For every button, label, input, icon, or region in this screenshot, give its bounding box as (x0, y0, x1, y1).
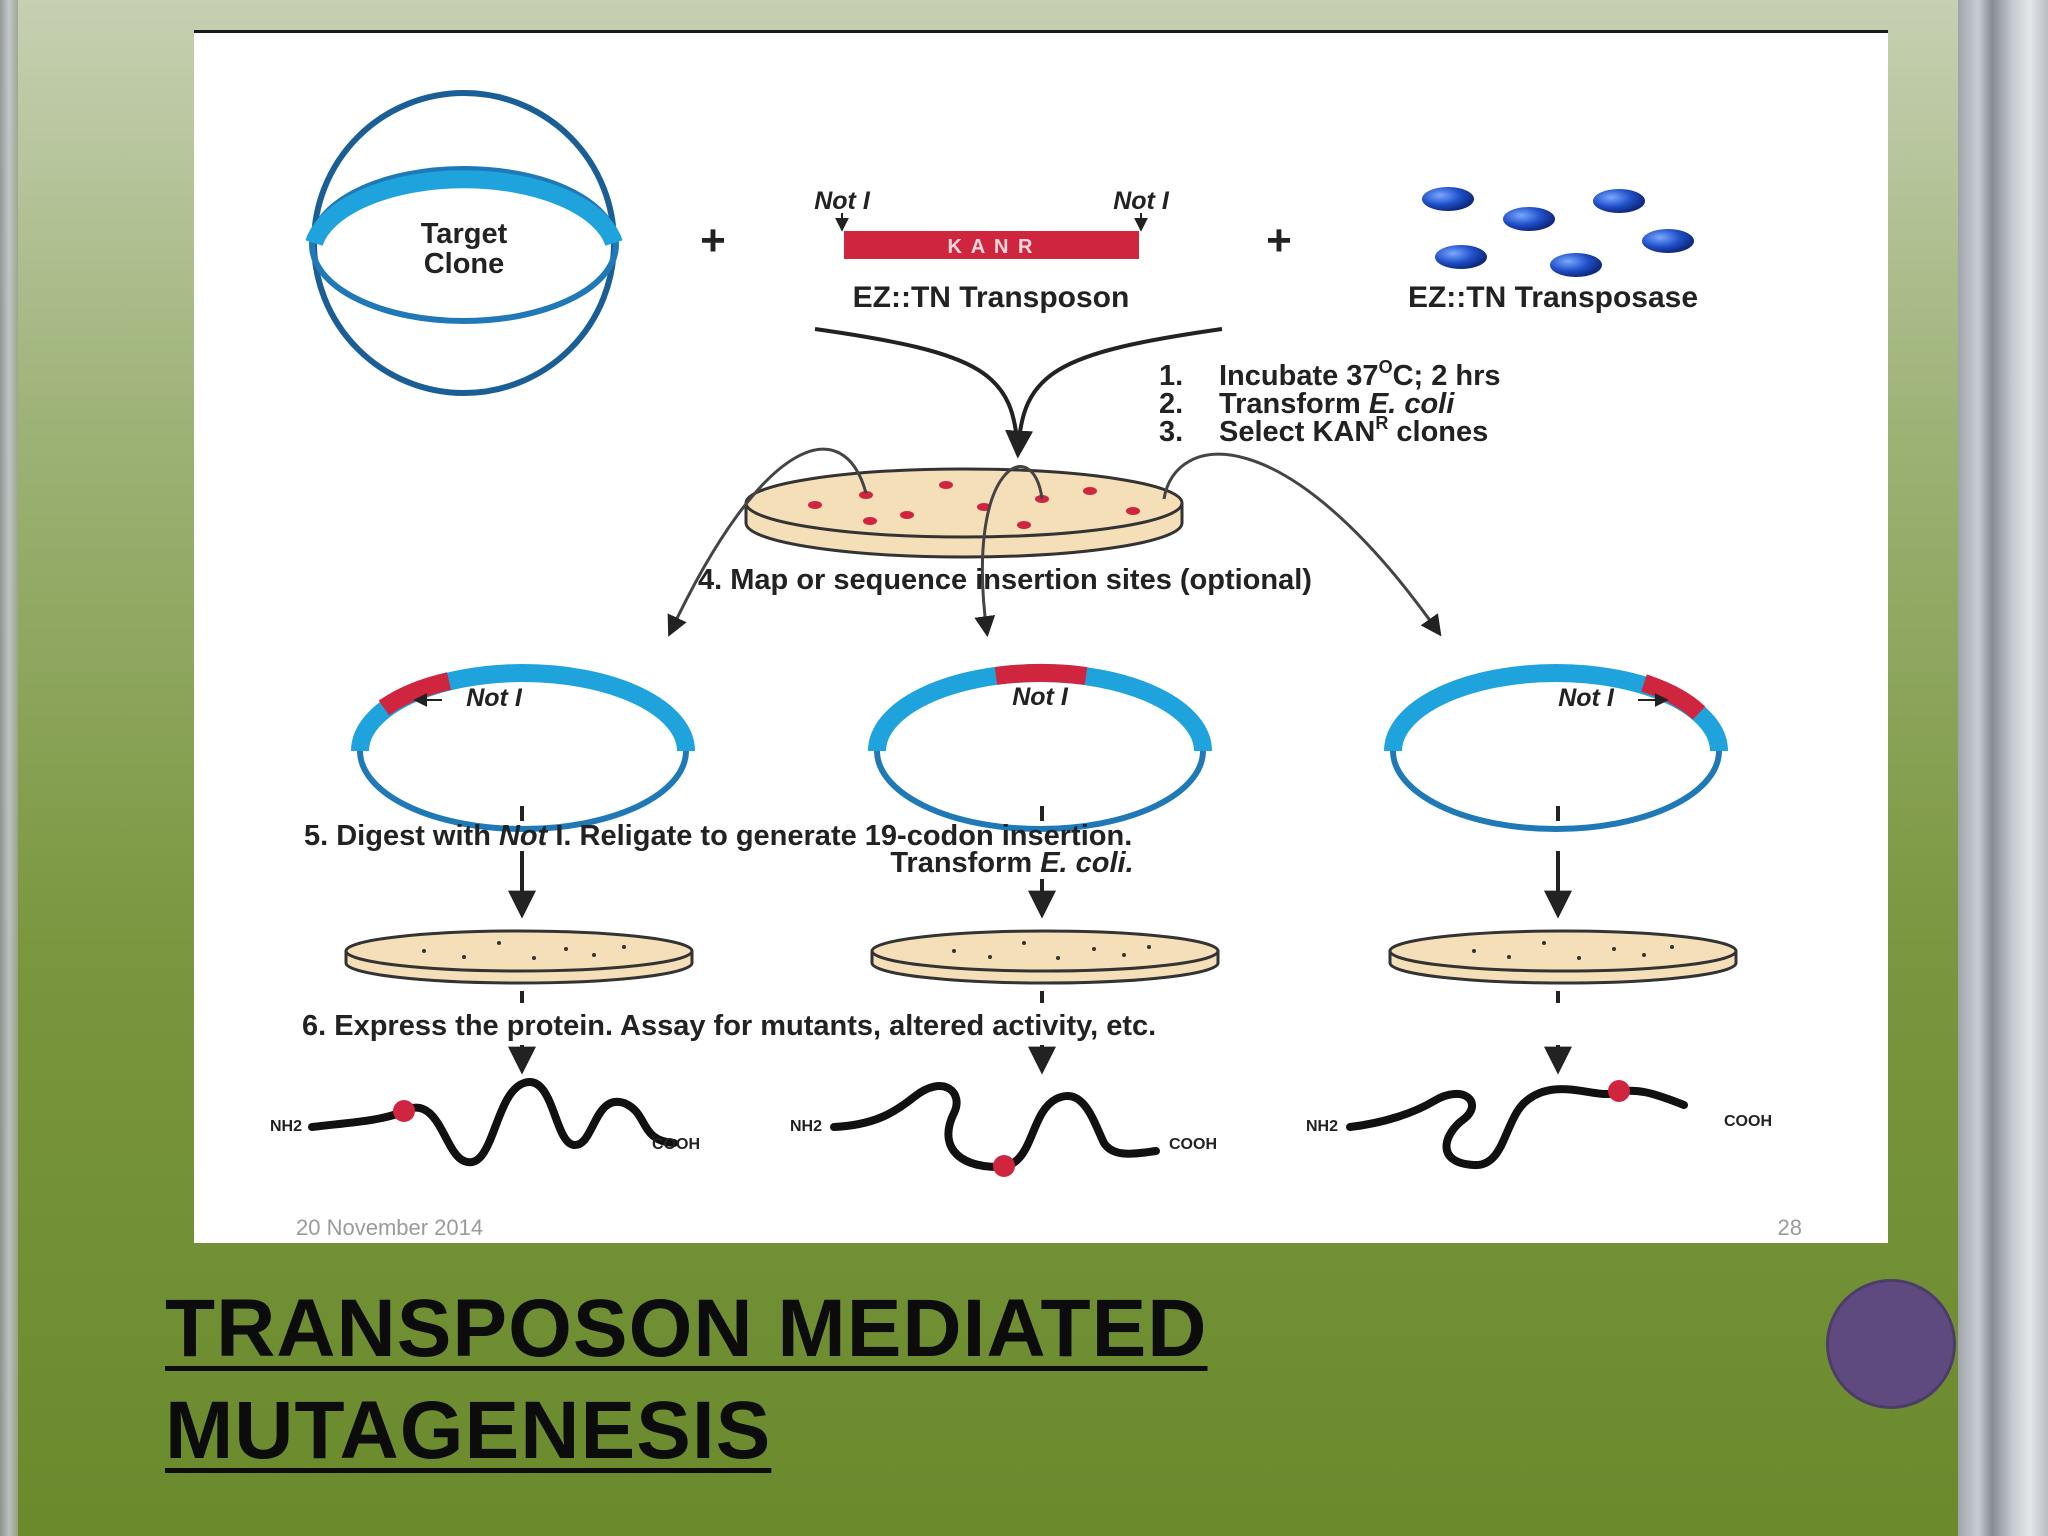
steps-1-3: 1. Incubate 37OC; 2 hrs 2. Transform E. … (1159, 357, 1501, 448)
plus-sign-2: + (1266, 216, 1292, 265)
target-label-1: Target (421, 218, 508, 250)
target-label-2: Clone (424, 248, 505, 280)
transposase-label: EZ::TN Transposase (1408, 281, 1698, 314)
step1-num: 1. (1159, 360, 1183, 392)
protein-center: NH2 COOH (790, 1082, 1217, 1177)
footer-page-number: 28 (1777, 1215, 1802, 1240)
noti-left-plasmid: Not I (466, 684, 523, 712)
plus-sign-1: + (700, 216, 726, 265)
cooh-left: COOH (652, 1136, 700, 1153)
footer-date: 20 November 2014 (296, 1215, 484, 1240)
cooh-right: COOH (1724, 1113, 1772, 1130)
noti-right-plasmid: Not I (1558, 684, 1615, 712)
plasmid-center: Not I (868, 664, 1212, 832)
svg-text:3.: 3. (1159, 416, 1183, 448)
transposase-beads: EZ::TN Transposase (1408, 187, 1698, 314)
diagram-panel: Target Clone + Not I Not I K A N R EZ::T… (194, 30, 1888, 1243)
cooh-center: COOH (1169, 1136, 1217, 1153)
slide-title-line-1: TRANSPOSON MEDIATED (165, 1283, 1208, 1374)
transposon-diagram: Target Clone + Not I Not I K A N R EZ::T… (270, 90, 1772, 1177)
step5-text: 5. Digest with Not I. Religate to genera… (304, 820, 1132, 852)
plasmid-right: Not I (1384, 664, 1728, 832)
step1-text: Incubate 37OC; 2 hrs (1219, 357, 1501, 392)
kanr-label: K A N R (948, 236, 1035, 258)
nh2-right: NH2 (1306, 1118, 1338, 1135)
svg-text:1.: 1. (1159, 360, 1183, 392)
protein-right: NH2 COOH (1306, 1080, 1772, 1169)
transposon-label: EZ::TN Transposon (853, 281, 1130, 314)
step2-text: Transform E. coli (1219, 388, 1455, 420)
decorative-circle (1826, 1279, 1956, 1409)
noti-center-plasmid: Not I (1012, 683, 1069, 711)
svg-text:2.: 2. (1159, 388, 1183, 420)
arrows-to-proteins (508, 1045, 1572, 1075)
target-clone-plasmid: Target Clone (305, 90, 623, 396)
arrows-to-dishes (508, 806, 1572, 919)
kanr-bar (844, 231, 1139, 259)
step6-text: 6. Express the protein. Assay for mutant… (302, 1010, 1156, 1042)
nh2-left: NH2 (270, 1118, 302, 1135)
step4-text: 4. Map or sequence insertion sites (opti… (698, 564, 1312, 596)
slide-title-line-2: MUTAGENESIS (165, 1385, 772, 1476)
step3-num: 3. (1159, 416, 1183, 448)
petri-dish-small-center (870, 929, 1220, 985)
step5-line2: Transform E. coli. (890, 847, 1133, 879)
petri-dish-large (744, 467, 1184, 559)
step2-num: 2. (1159, 388, 1183, 420)
nh2-center: NH2 (790, 1118, 822, 1135)
petri-dish-small-left (344, 929, 694, 985)
plasmid-left: Not I (351, 664, 695, 832)
noti-label-left: Not I (814, 187, 871, 215)
protein-left: NH2 COOH (270, 1078, 700, 1167)
right-edge-bar (1958, 0, 2048, 1536)
step6-ticks (520, 991, 1560, 1003)
step3-text: Select KANR clones (1219, 413, 1488, 448)
petri-dish-small-right (1388, 929, 1738, 985)
left-edge-strip (0, 0, 18, 1536)
noti-label-right: Not I (1113, 187, 1170, 215)
transposon: Not I Not I K A N R EZ::TN Transposon (814, 187, 1170, 314)
slide-title: TRANSPOSON MEDIATED MUTAGENESIS (165, 1278, 1208, 1482)
